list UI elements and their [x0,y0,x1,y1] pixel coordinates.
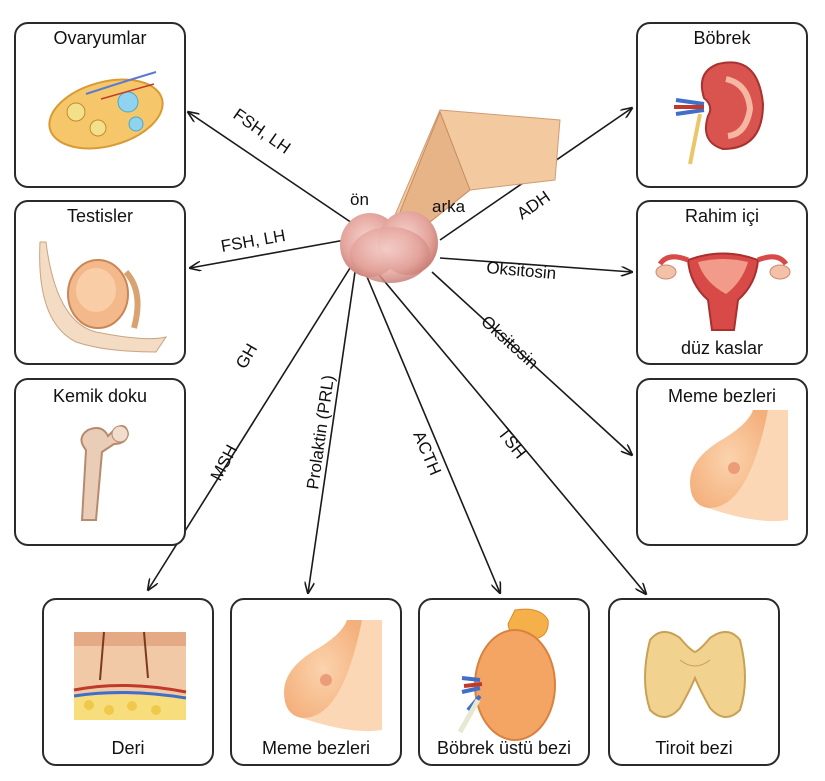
arrow-to-adrenal [364,271,500,593]
skin-illustration [73,631,187,720]
organ-box-bone: Kemik doku [14,378,186,546]
organ-label-bone: Kemik doku [52,386,148,406]
organ-box-breast-bottom: Meme bezleri [230,598,402,766]
organ-box-skin: Deri [42,598,214,766]
organ-label-breast-bottom: Meme bezleri [261,738,371,758]
arrow-to-thyroid [374,269,646,594]
organ-box-uterus: Rahim içi düz kaslar [636,200,808,365]
organ-label-skin: Deri [111,738,145,758]
organ-label-uterus-top: Rahim içi [684,206,759,226]
kidney-illustration [674,61,765,165]
hormone-label-acth: ACTH [409,428,445,478]
gland-label-back: arka [432,197,466,216]
adrenal-kidney-illustration [457,608,556,741]
breast-illustration [284,620,382,732]
arrow-lines [148,108,646,594]
arrow-to-testes [190,239,346,268]
arrow-to-breast-bottom [308,271,356,593]
hormone-label-prl: Prolaktin (PRL) [303,374,338,491]
organ-label-thyroid: Tiroit bezi [655,738,733,758]
uterus-illustration [655,252,791,331]
organ-label-uterus-bottom: düz kaslar [680,338,764,358]
hormone-label-adh: ADH [513,187,553,223]
testis-illustration [39,241,168,353]
organ-box-adrenal: Böbrek üstü bezi [418,598,590,766]
arrow-to-breast-right [431,271,632,455]
hormone-label-testes: FSH, LH [219,226,286,256]
pituitary-gland-illustration [340,109,561,283]
organ-box-ovaries: Ovaryumlar [14,22,186,188]
organ-box-kidney: Böbrek [636,22,808,188]
hormone-label-msh: MSH [207,442,242,484]
bone-illustration [80,425,130,521]
organ-label-adrenal: Böbrek üstü bezi [436,738,572,758]
organ-box-testes: Testisler [14,200,186,365]
thyroid-illustration [644,631,746,718]
hormone-label-tsh: TSH [494,424,530,462]
ovary-illustration [48,71,164,150]
organ-label-kidney: Böbrek [693,28,751,48]
arrow-to-ovaries [188,112,356,226]
hormone-label-ovaries: FSH, LH [230,105,294,158]
hormone-label-oxytocin-breast: Oksitosin [477,312,542,373]
hormone-label-oxytocin-uterus: Oksitosin [486,258,557,283]
organ-box-breast-right: Meme bezleri [636,378,808,546]
organ-label-breast-right: Meme bezleri [667,386,777,406]
organ-label-testes: Testisler [66,206,133,226]
arrow-to-uterus [439,257,632,272]
hormone-label-gh: GH [232,340,261,372]
gland-label-front: ön [350,190,369,209]
organ-box-thyroid: Tiroit bezi [608,598,780,766]
organ-label-ovaries: Ovaryumlar [53,28,147,48]
breast-illustration [690,410,788,522]
